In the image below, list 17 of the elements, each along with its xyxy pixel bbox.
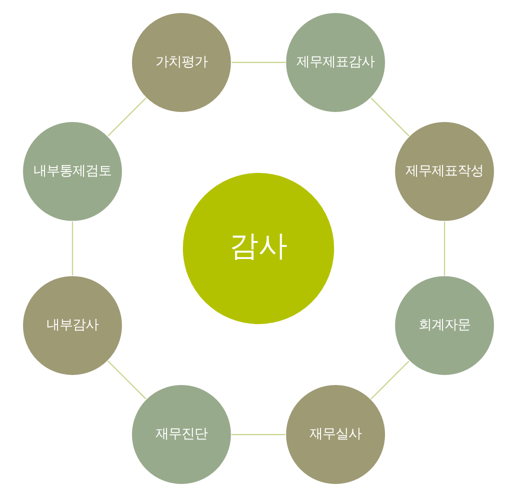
- connector: [232, 62, 286, 64]
- connector: [72, 222, 74, 276]
- node-circle: 제무제표작성: [394, 120, 496, 222]
- connector: [107, 360, 146, 400]
- connector: [370, 360, 410, 400]
- node-circle: 재무실사: [284, 384, 386, 486]
- connector: [108, 97, 146, 136]
- node-circle: 감사: [182, 172, 336, 326]
- node-circle: 가치평가: [130, 12, 232, 114]
- connector: [370, 98, 410, 136]
- node-circle: 회계자문: [394, 274, 496, 376]
- node-circle: 재무진단: [130, 384, 232, 486]
- node-circle: 내부통제검토: [22, 120, 124, 222]
- node-circle: 내부감사: [22, 274, 124, 376]
- node-circle: 제무제표감사: [284, 12, 386, 114]
- connector: [231, 434, 286, 436]
- connector: [444, 222, 446, 276]
